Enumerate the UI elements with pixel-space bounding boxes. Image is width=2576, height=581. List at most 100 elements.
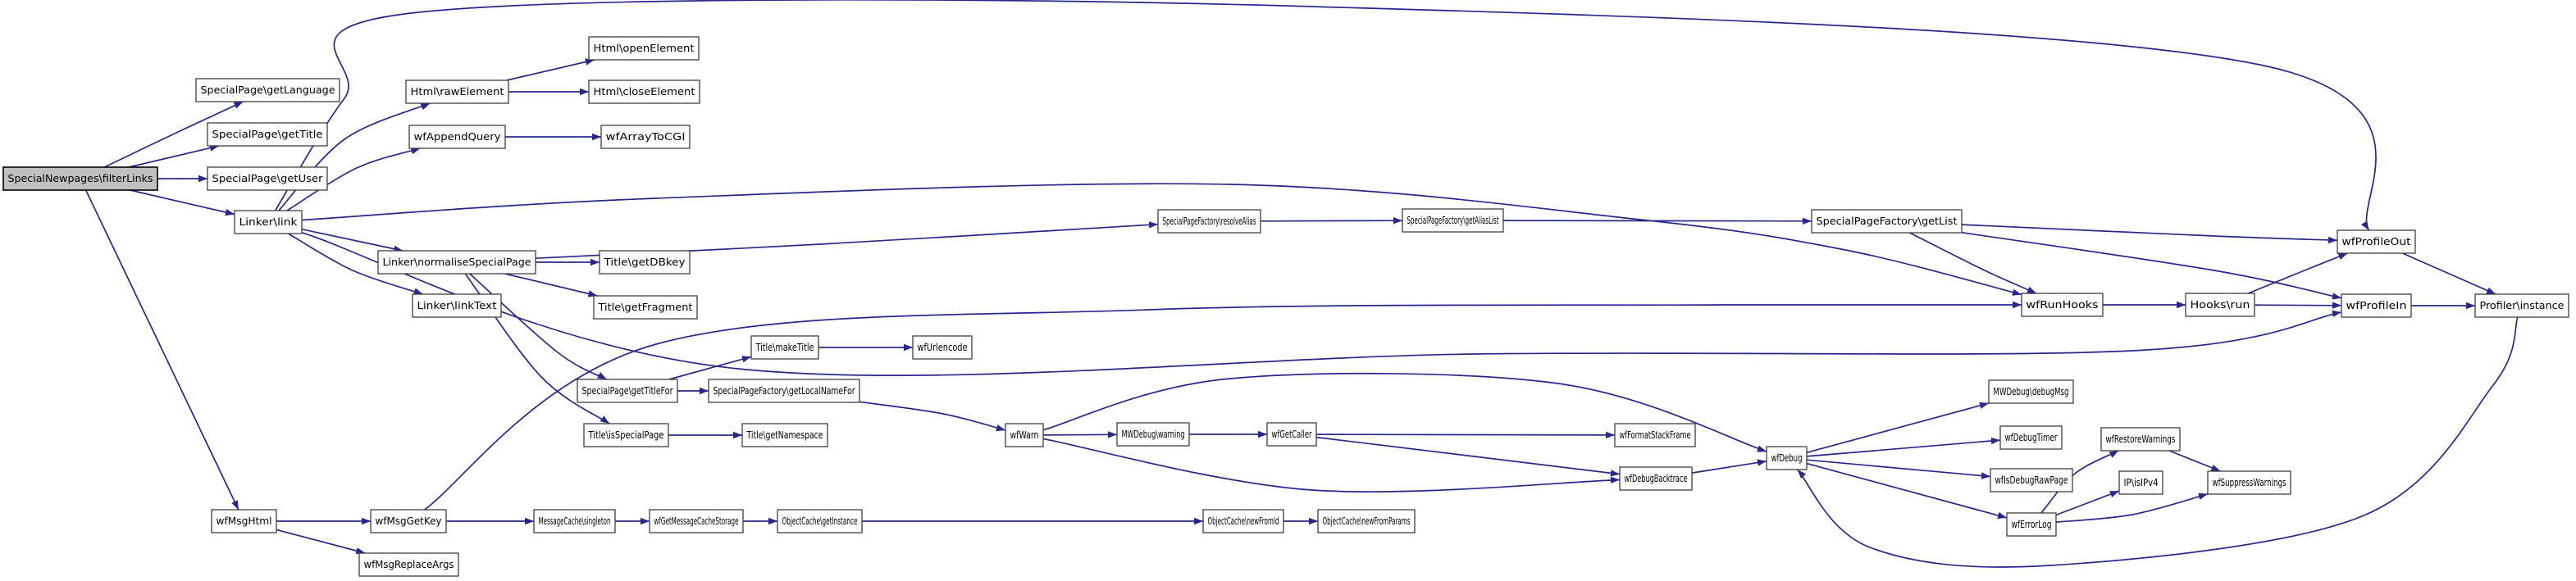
graph-node-getDBkey[interactable]: Title\getDBkey	[599, 250, 691, 275]
node-box-makeTitle[interactable]	[750, 335, 819, 360]
node-box-getTitleFor[interactable]	[577, 379, 678, 403]
graph-node-runHooks[interactable]: wfRunHooks	[2021, 293, 2104, 317]
node-box-debugBacktrace[interactable]	[1619, 466, 1693, 491]
node-box-getUser[interactable]	[207, 166, 328, 191]
graph-node-getLocalNameFor[interactable]: SpecialPageFactory\getLocalNameFor	[708, 379, 860, 403]
node-box-getLocalNameFor[interactable]	[708, 379, 860, 403]
graph-node-warn[interactable]: wfWarn	[1005, 423, 1044, 447]
node-box-ocGetInstance[interactable]	[777, 509, 863, 533]
node-box-normaliseSpecialPage[interactable]	[377, 250, 536, 275]
node-box-urlencode[interactable]	[912, 335, 973, 360]
graph-node-resolveAlias[interactable]: SpecialPageFactory\resolveAlias	[1157, 209, 1261, 234]
node-box-getAliasList[interactable]	[1402, 208, 1504, 233]
node-box-suppressWarnings[interactable]	[2207, 470, 2291, 495]
graph-node-getTitle[interactable]: SpecialPage\getTitle	[207, 122, 328, 147]
node-box-msgGetKey[interactable]	[370, 509, 447, 533]
graph-node-mcSingleton[interactable]: MessageCache\singleton	[533, 509, 616, 533]
graph-node-restoreWarnings[interactable]: wfRestoreWarnings	[2100, 427, 2181, 452]
node-box-profileIn[interactable]	[2341, 293, 2412, 318]
graph-node-link[interactable]: Linker\link	[234, 210, 303, 234]
node-box-appendQuery[interactable]	[408, 125, 506, 149]
graph-node-getNamespace[interactable]: Title\getNamespace	[741, 423, 828, 447]
graph-node-getAliasList[interactable]: SpecialPageFactory\getAliasList	[1402, 208, 1504, 233]
node-box-ocNewFromId[interactable]	[1202, 509, 1284, 533]
node-box-getMsgCacheStorage[interactable]	[649, 509, 744, 533]
node-box-runHooks[interactable]	[2021, 293, 2104, 317]
graph-node-msgReplaceArgs[interactable]: wfMsgReplaceArgs	[358, 552, 459, 577]
graph-node-getCaller[interactable]: wfGetCaller	[1266, 422, 1317, 447]
graph-node-isSpecialPage[interactable]: Title\isSpecialPage	[583, 423, 669, 447]
graph-node-suppressWarnings[interactable]: wfSuppressWarnings	[2207, 470, 2291, 495]
graph-node-debugBacktrace[interactable]: wfDebugBacktrace	[1619, 466, 1693, 491]
node-box-resolveAlias[interactable]	[1157, 209, 1261, 234]
node-box-getLanguage[interactable]	[195, 78, 340, 102]
graph-node-linkText[interactable]: Linker\linkText	[412, 293, 502, 318]
node-box-arrayToCGI[interactable]	[600, 125, 691, 149]
graph-node-msgGetKey[interactable]: wfMsgGetKey	[370, 509, 447, 533]
graph-node-isIPv4[interactable]: IP\isIPv4	[2118, 470, 2163, 495]
graph-node-getFragment[interactable]: Title\getFragment	[593, 295, 698, 320]
graph-node-ocGetInstance[interactable]: ObjectCache\getInstance	[777, 509, 863, 533]
node-box-getDBkey[interactable]	[599, 250, 691, 275]
graph-node-makeTitle[interactable]: Title\makeTitle	[750, 335, 819, 360]
node-box-errorLog[interactable]	[2006, 512, 2057, 537]
node-box-getList[interactable]	[1811, 209, 1963, 234]
graph-node-msgHtml[interactable]: wfMsgHtml	[211, 509, 277, 533]
graph-node-profilerInstance[interactable]: Profiler\instance	[2474, 293, 2569, 318]
graph-node-debug[interactable]: wfDebug	[1766, 446, 1808, 470]
graph-node-profileIn[interactable]: wfProfileIn	[2341, 293, 2412, 318]
graph-node-normaliseSpecialPage[interactable]: Linker\normaliseSpecialPage	[377, 250, 536, 275]
graph-node-hooksRun[interactable]: Hooks\run	[2185, 293, 2255, 317]
node-box-hooksRun[interactable]	[2185, 293, 2255, 317]
node-box-profileOut[interactable]	[2337, 229, 2416, 254]
node-box-openElement[interactable]	[588, 36, 700, 61]
graph-node-urlencode[interactable]: wfUrlencode	[912, 335, 973, 360]
node-box-isDebugRawPage[interactable]	[1990, 468, 2073, 492]
node-label-filterLinks: SpecialNewpages\filterLinks	[8, 173, 153, 184]
graph-node-ocNewFromId[interactable]: ObjectCache\newFromId	[1202, 509, 1284, 533]
graph-node-getList[interactable]: SpecialPageFactory\getList	[1811, 209, 1963, 234]
graph-node-errorLog[interactable]: wfErrorLog	[2006, 512, 2057, 537]
node-box-getCaller[interactable]	[1266, 422, 1317, 447]
graph-node-debugTimer[interactable]: wfDebugTimer	[1999, 425, 2063, 450]
graph-node-closeElement[interactable]: Html\closeElement	[588, 79, 700, 104]
node-box-msgReplaceArgs[interactable]	[358, 552, 459, 577]
node-box-debug[interactable]	[1766, 446, 1808, 470]
graph-node-debugMsg[interactable]: MWDebug\debugMsg	[1988, 379, 2074, 404]
node-box-ocNewFromParams[interactable]	[1317, 509, 1416, 533]
node-box-linkText[interactable]	[412, 293, 502, 318]
node-box-getTitle[interactable]	[207, 122, 328, 147]
graph-node-formatStackFrame[interactable]: wfFormatStackFrame	[1614, 423, 1696, 447]
node-box-restoreWarnings[interactable]	[2100, 427, 2181, 452]
node-box-msgHtml[interactable]	[211, 509, 277, 533]
graph-node-getTitleFor[interactable]: SpecialPage\getTitleFor	[577, 379, 678, 403]
node-box-closeElement[interactable]	[588, 79, 700, 104]
node-box-isIPv4[interactable]	[2118, 470, 2163, 495]
graph-node-profileOut[interactable]: wfProfileOut	[2337, 229, 2416, 254]
node-box-getFragment[interactable]	[593, 295, 698, 320]
graph-node-rawElement[interactable]: Html\rawElement	[405, 79, 509, 104]
graph-node-getUser[interactable]: SpecialPage\getUser	[207, 166, 328, 191]
graph-node-ocNewFromParams[interactable]: ObjectCache\newFromParams	[1317, 509, 1416, 533]
graph-node-arrayToCGI[interactable]: wfArrayToCGI	[600, 125, 691, 149]
graph-node-getLanguage[interactable]: SpecialPage\getLanguage	[195, 78, 340, 102]
node-box-getNamespace[interactable]	[741, 423, 828, 447]
node-box-isSpecialPage[interactable]	[583, 423, 669, 447]
graph-node-isDebugRawPage[interactable]: wfIsDebugRawPage	[1990, 468, 2073, 492]
graph-node-mwWarning[interactable]: MWDebug\warning	[1116, 422, 1190, 447]
node-box-debugMsg[interactable]	[1988, 379, 2074, 404]
graph-node-appendQuery[interactable]: wfAppendQuery	[408, 125, 506, 149]
node-box-mcSingleton[interactable]	[533, 509, 616, 533]
node-box-mwWarning[interactable]	[1116, 422, 1190, 447]
node-box-warn[interactable]	[1005, 423, 1044, 447]
node-box-profilerInstance[interactable]	[2474, 293, 2569, 318]
node-box-debugTimer[interactable]	[1999, 425, 2063, 450]
node-box-formatStackFrame[interactable]	[1614, 423, 1696, 447]
node-label-isSpecialPage: Title\isSpecialPage	[588, 429, 664, 441]
node-box-rawElement[interactable]	[405, 79, 509, 104]
graph-node-openElement[interactable]: Html\openElement	[588, 36, 700, 61]
graph-node-getMsgCacheStorage[interactable]: wfGetMessageCacheStorage	[649, 509, 744, 533]
graph-node-filterLinks[interactable]: SpecialNewpages\filterLinks	[2, 166, 158, 191]
node-box-filterLinks[interactable]	[2, 166, 158, 191]
node-box-link[interactable]	[234, 210, 303, 234]
